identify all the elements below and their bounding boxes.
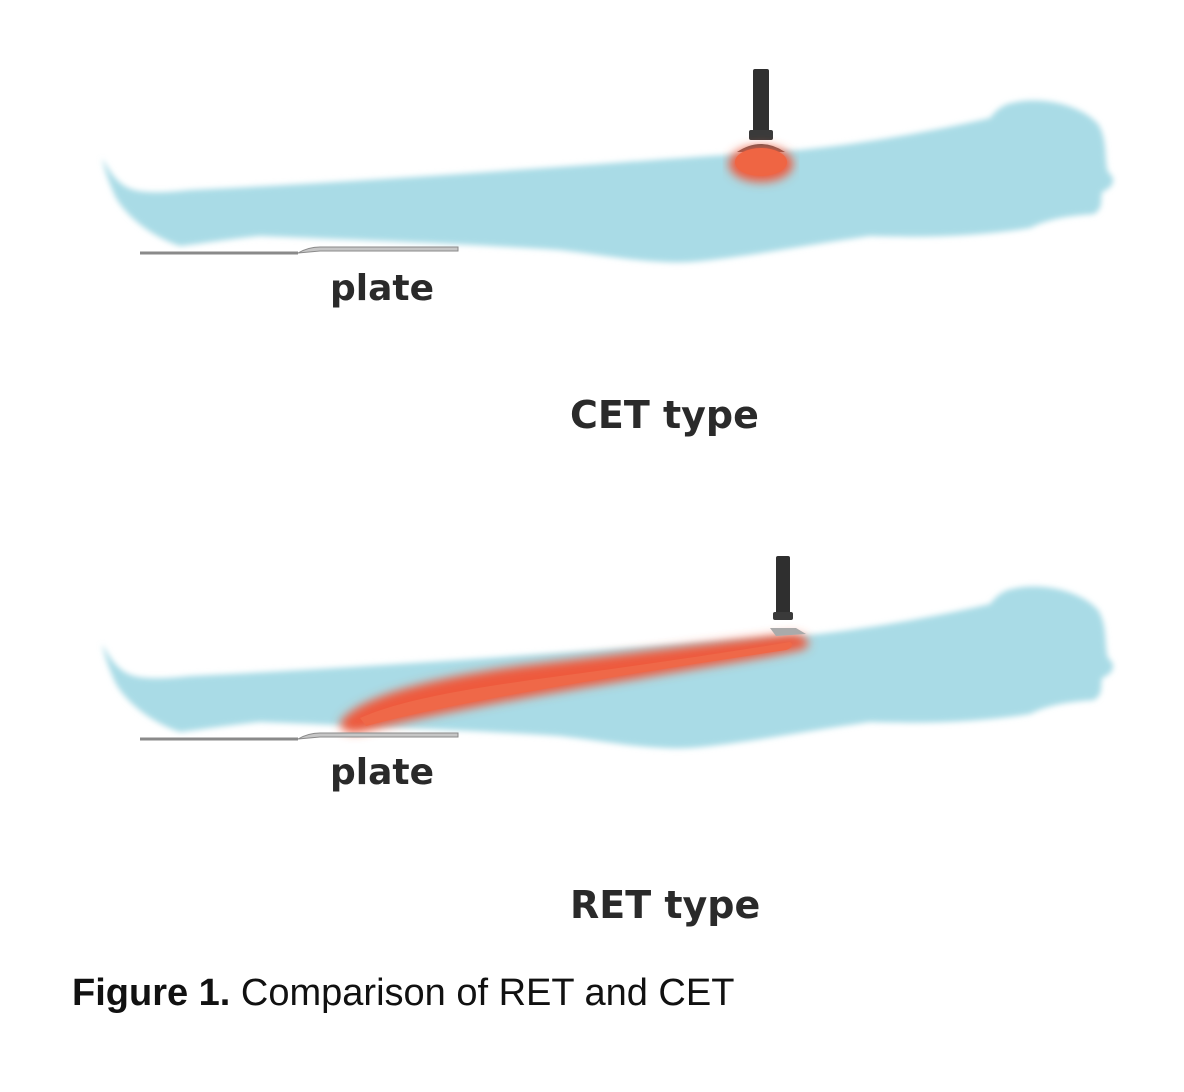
electrode-probe	[770, 556, 806, 636]
caption-text: Comparison of RET and CET	[230, 972, 735, 1014]
diagram-canvas	[102, 69, 1114, 749]
figure-caption: Figure 1. Comparison of RET and CET	[72, 972, 734, 1015]
ret-type-label: RET type	[570, 883, 761, 927]
cet-panel	[102, 69, 1114, 263]
cet-type-label: CET type	[570, 393, 759, 437]
ret-panel	[102, 556, 1114, 749]
return-plate	[140, 246, 459, 255]
plate-label: plate	[330, 752, 435, 793]
plate-label: plate	[330, 268, 435, 309]
return-plate	[140, 732, 459, 741]
figure-number: Figure 1.	[72, 972, 231, 1014]
patient-body-silhouette	[102, 100, 1114, 263]
electrode-probe	[737, 69, 785, 152]
